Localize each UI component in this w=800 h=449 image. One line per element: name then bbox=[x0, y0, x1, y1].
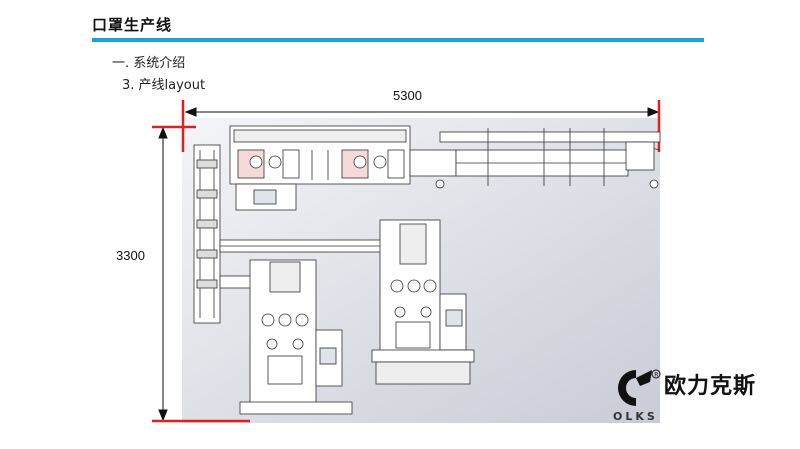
top-right-conveyor bbox=[409, 128, 661, 189]
title-underline bbox=[92, 38, 704, 42]
transfer-conveyors bbox=[219, 239, 383, 289]
subsection-heading: 3. 产线layout bbox=[122, 78, 206, 93]
left-earloop-machine bbox=[239, 259, 353, 415]
right-earloop-machine bbox=[371, 219, 475, 385]
width-dimension-label: 5300 bbox=[393, 88, 422, 103]
logo-english-name: OLKS bbox=[613, 410, 658, 423]
page-title: 口罩生产线 bbox=[92, 16, 173, 34]
top-main-machine bbox=[229, 125, 411, 211]
left-vertical-conveyor bbox=[193, 144, 221, 324]
olks-logo-icon: R bbox=[618, 369, 661, 406]
logo-chinese-name: 欧力克斯 bbox=[664, 374, 757, 399]
height-dimension bbox=[152, 125, 250, 423]
section-heading: 一. 系统介绍 bbox=[112, 56, 186, 71]
svg-text:R: R bbox=[654, 372, 658, 379]
height-dimension-label: 3300 bbox=[116, 248, 145, 263]
